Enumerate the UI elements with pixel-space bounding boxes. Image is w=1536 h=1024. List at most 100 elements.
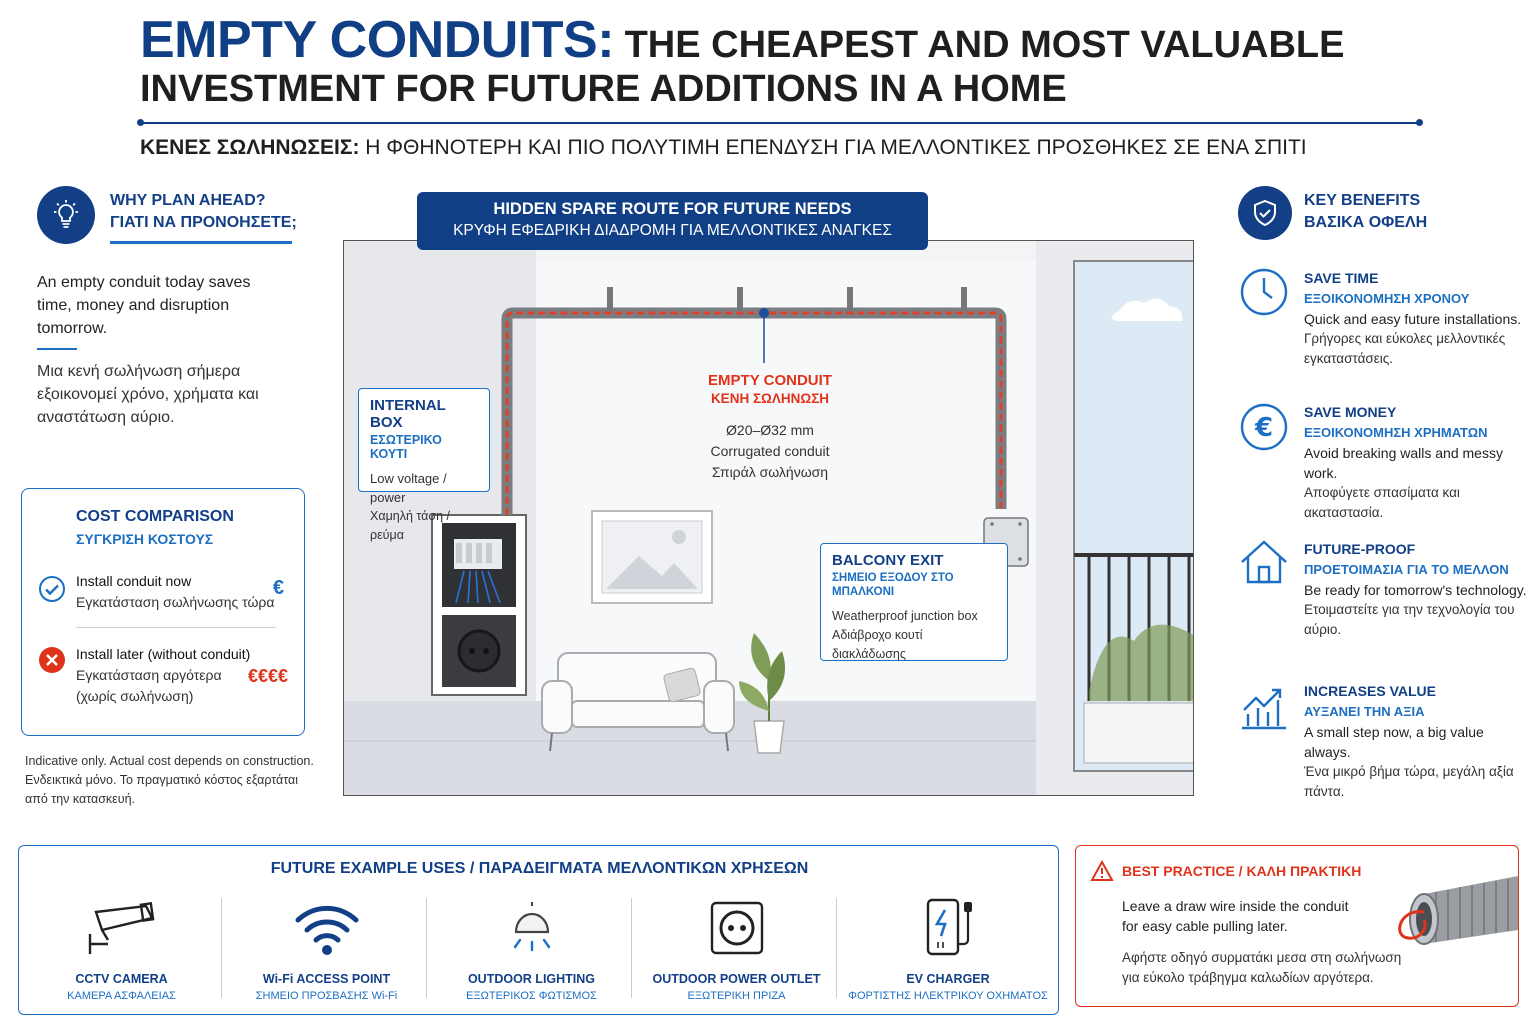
benefit-increases-value: INCREASES VALUE ΑΥΞΑΝΕΙ ΤΗΝ ΑΞΙΑ A small… [1304,681,1529,802]
benefit-title-gr: ΑΥΞΑΝΕΙ ΤΗΝ ΑΞΙΑ [1304,704,1425,719]
cost-disclaimer: Indicative only. Actual cost depends on … [25,752,315,809]
growth-chart-icon [1242,688,1286,730]
benefit-title-gr: ΕΞΟΙΚΟΝΟΜΗΣΗ ΧΡΗΜΑΤΩΝ [1304,425,1488,440]
use-divider [836,898,837,998]
use-label-en: OUTDOOR LIGHTING [467,972,596,986]
use-divider [426,898,427,998]
balcony-exit-callout: BALCONY EXIT ΣΗΜΕΙΟ ΕΞΟΔΟΥ ΣΤΟ ΜΠΑΛΚΟΝΙ … [820,543,1008,661]
cost-row-later: Install later (without conduit) Εγκατάστ… [38,644,290,707]
benefit-text-en: A small step now, a big value always. [1304,724,1484,760]
cost-row-now: Install conduit now Εγκατάσταση σωλήνωση… [38,571,290,613]
page-title: EMPTY CONDUITS: THE CHEAPEST AND MOST VA… [140,10,1344,70]
power-outlet-icon [710,901,763,955]
use-label-gr: ΕΞΩΤΕΡΙΚΗ ΠΡΙΖΑ [687,990,786,1002]
future-uses-title: FUTURE EXAMPLE USES / ΠΑΡΑΔΕΙΓΜΑΤΑ ΜΕΛΛΟ… [270,860,809,877]
internal-box-title-gr: ΕΣΩΤΕΡΙΚΟ ΚΟΥΤΙ [370,433,442,461]
use-label-en: CCTV CAMERA [75,972,168,986]
empty-conduit-label: EMPTY CONDUIT ΚΕΝΗ ΣΩΛΗΝΩΣΗ Ø20–Ø32 mm C… [680,372,860,483]
use-outdoor-outlet: OUTDOOR POWER OUTLET ΕΞΩΤΕΡΙΚΗ ΠΡΙΖΑ [634,896,839,1006]
use-label-en: OUTDOOR POWER OUTLET [652,972,821,986]
internal-box-title-en: INTERNAL BOX [370,397,446,431]
cost-heading: COST COMPARISON ΣΥΓΚΡΙΣΗ ΚΟΣΤΟΥΣ [76,506,234,550]
use-wifi: Wi-Fi ACCESS POINT ΣΗΜΕΙΟ ΠΡΟΣΒΑΣΗΣ Wi-F… [224,896,429,1006]
room-diagram [343,240,1194,796]
cost-later-gr-2: (χωρίς σωλήνωση) [76,688,194,704]
best-practice-text-gr: Αφήστε οδηγό συρματάκι μεσα στη σωλήνωση… [1122,950,1402,985]
cost-later-en: Install later (without conduit) [76,646,251,662]
use-label-gr: ΚΑΜΕΡΑ ΑΣΦΑΛΕΙΑΣ [67,990,176,1002]
cost-comparison-card: COST COMPARISON ΣΥΓΚΡΙΣΗ ΚΟΣΤΟΥΣ Install… [21,488,305,736]
route-banner-gr: ΚΡΥΦΗ ΕΦΕΔΡΙΚΗ ΔΙΑΔΡΟΜΗ ΓΙΑ ΜΕΛΛΟΝΤΙΚΕΣ … [453,222,892,239]
why-title-gr: ΓΙΑΤΙ ΝΑ ΠΡΟΝΟΗΣΕΤΕ; [110,214,297,231]
internal-box-desc-gr: Χαμηλή τάση / ρεύμα [370,509,450,542]
conduit-desc-gr: Σπιράλ σωλήνωση [711,464,829,480]
conduit-title-gr: ΚΕΝΗ ΣΩΛΗΝΩΣΗ [710,391,830,406]
cost-note-en: Indicative only. Actual cost depends on … [25,754,314,768]
room-illustration [344,241,1193,795]
page-title-line2: INVESTMENT FOR FUTURE ADDITIONS IN A HOM… [140,68,1067,110]
why-text-en: An empty conduit today saves time, money… [37,274,251,337]
benefit-title-en: INCREASES VALUE [1304,683,1436,699]
internal-box-callout: INTERNAL BOX ΕΣΩΤΕΡΙΚΟ ΚΟΥΤΙ Low voltage… [358,388,490,542]
future-uses-panel: FUTURE EXAMPLE USES / ΠΑΡΑΔΕΙΓΜΑΤΑ ΜΕΛΛΟ… [18,845,1059,1015]
title-divider [137,119,1423,126]
use-label-gr: ΕΞΩΤΕΡΙΚΟΣ ΦΩΤΙΣΜΟΣ [466,990,597,1002]
why-divider [110,241,292,244]
greek-subtitle: ΚΕΝΕΣ ΣΩΛΗΝΩΣΕΙΣ: Η ΦΘΗΝΟΤΕΡΗ ΚΑΙ ΠΙΟ ΠΟ… [140,136,1307,160]
cost-later-gr-1: Εγκατάσταση αργότερα [76,667,222,683]
benefit-text-gr: Ετοιμαστείτε για την τεχνολογία του αύρι… [1304,602,1515,637]
benefit-text-gr: Αποφύγετε σπασίματα και ακαταστασία. [1304,485,1460,520]
benefit-text-en: Be ready for tomorrow's technology. [1304,582,1527,598]
cost-now-value: € [272,577,284,599]
greek-subtitle-rest: Η ΦΘΗΝΟΤΕΡΗ ΚΑΙ ΠΙΟ ΠΟΛΥΤΙΜΗ ΕΠΕΝΔΥΣΗ ΓΙ… [359,136,1307,159]
internal-box-desc-en: Low voltage / power [370,471,447,505]
x-circle-icon [39,647,65,673]
title-rest: THE CHEAPEST AND MOST VALUABLE [614,24,1345,66]
use-outdoor-lighting: OUTDOOR LIGHTING ΕΞΩΤΕΡΙΚΟΣ ΦΩΤΙΣΜΟΣ [429,896,634,1006]
benefit-title-gr: ΕΞΟΙΚΟΝΟΜΗΣΗ ΧΡΟΝΟΥ [1304,291,1470,306]
benefit-text-en: Avoid breaking walls and messy work. [1304,445,1503,481]
use-label-gr: ΦΟΡΤΙΣΤΗΣ ΗΛΕΚΤΡΙΚΟΥ ΟΧΗΜΑΤΟΣ [848,990,1048,1002]
use-label-gr: ΣΗΜΕΙΟ ΠΡΟΣΒΑΣΗΣ Wi-Fi [255,990,398,1002]
conduit-size: Ø20–Ø32 mm [726,422,814,438]
best-practice-title: BEST PRACTICE / ΚΑΛΗ ΠΡΑΚΤΙΚΗ [1122,863,1362,879]
use-label-en: Wi-Fi ACCESS POINT [262,972,391,986]
best-practice-text-en: Leave a draw wire inside the conduit for… [1122,898,1349,934]
house-icon [1241,540,1287,584]
shield-check-icon [1238,186,1292,240]
route-banner: HIDDEN SPARE ROUTE FOR FUTURE NEEDS ΚΡΥΦ… [417,192,928,250]
best-practice-panel: BEST PRACTICE / ΚΑΛΗ ΠΡΑΚΤΙΚΗ Leave a dr… [1075,845,1519,1007]
svg-text:€: € [1254,413,1273,443]
balcony-desc-gr: Αδιάβροχο κουτί διακλάδωσης [832,628,923,661]
benefit-text-en: Quick and easy future installations. [1304,311,1522,327]
outdoor-light-icon [513,902,550,952]
benefit-title-en: FUTURE-PROOF [1304,541,1416,557]
benefit-title-en: SAVE TIME [1304,270,1379,286]
check-circle-icon [39,576,65,602]
benefit-save-money: SAVE MONEY ΕΞΟΙΚΟΝΟΜΗΣΗ ΧΡΗΜΑΤΩΝ Avoid b… [1304,402,1529,523]
conduit-desc-en: Corrugated conduit [710,443,830,459]
cost-later-value: €€€€ [247,666,288,686]
why-title-en: WHY PLAN AHEAD? [110,192,266,209]
benefits-title-en: KEY BENEFITS [1304,192,1421,209]
benefit-text-gr: Ένα μικρό βήμα τώρα, μεγάλη αξία πάντα. [1304,764,1514,799]
greek-subtitle-bold: ΚΕΝΕΣ ΣΩΛΗΝΩΣΕΙΣ: [140,136,360,159]
conduit-with-draw-wire-icon [1398,876,1518,945]
cctv-camera-icon [88,902,154,954]
benefits-title-gr: ΒΑΣΙΚΑ ΟΦΕΛΗ [1304,214,1428,231]
balcony-title-en: BALCONY EXIT [832,552,944,569]
balcony-title-gr: ΣΗΜΕΙΟ ΕΞΟΔΟΥ ΣΤΟ ΜΠΑΛΚΟΝΙ [832,572,954,598]
benefit-future-proof: FUTURE-PROOF ΠΡΟΕΤΟΙΜΑΣΙΑ ΓΙΑ ΤΟ ΜΕΛΛΟΝ … [1304,539,1529,640]
benefit-title-en: SAVE MONEY [1304,404,1397,420]
benefit-title-gr: ΠΡΟΕΤΟΙΜΑΣΙΑ ΓΙΑ ΤΟ ΜΕΛΛΟΝ [1304,562,1509,577]
clock-icon [1240,268,1288,316]
cost-note-gr: Ενδεικτικά μόνο. Το πραγματικό κόστος εξ… [25,773,299,806]
wifi-icon [295,905,358,955]
use-label-en: EV CHARGER [906,972,990,986]
best-practice-heading: BEST PRACTICE / ΚΑΛΗ ΠΡΑΚΤΙΚΗ [1090,860,1361,882]
warning-icon [1090,860,1114,881]
benefit-text-gr: Γρήγορες και εύκολες μελλοντικές εγκατασ… [1304,331,1506,366]
use-divider [221,898,222,998]
cost-divider [76,627,276,628]
use-divider [631,898,632,998]
